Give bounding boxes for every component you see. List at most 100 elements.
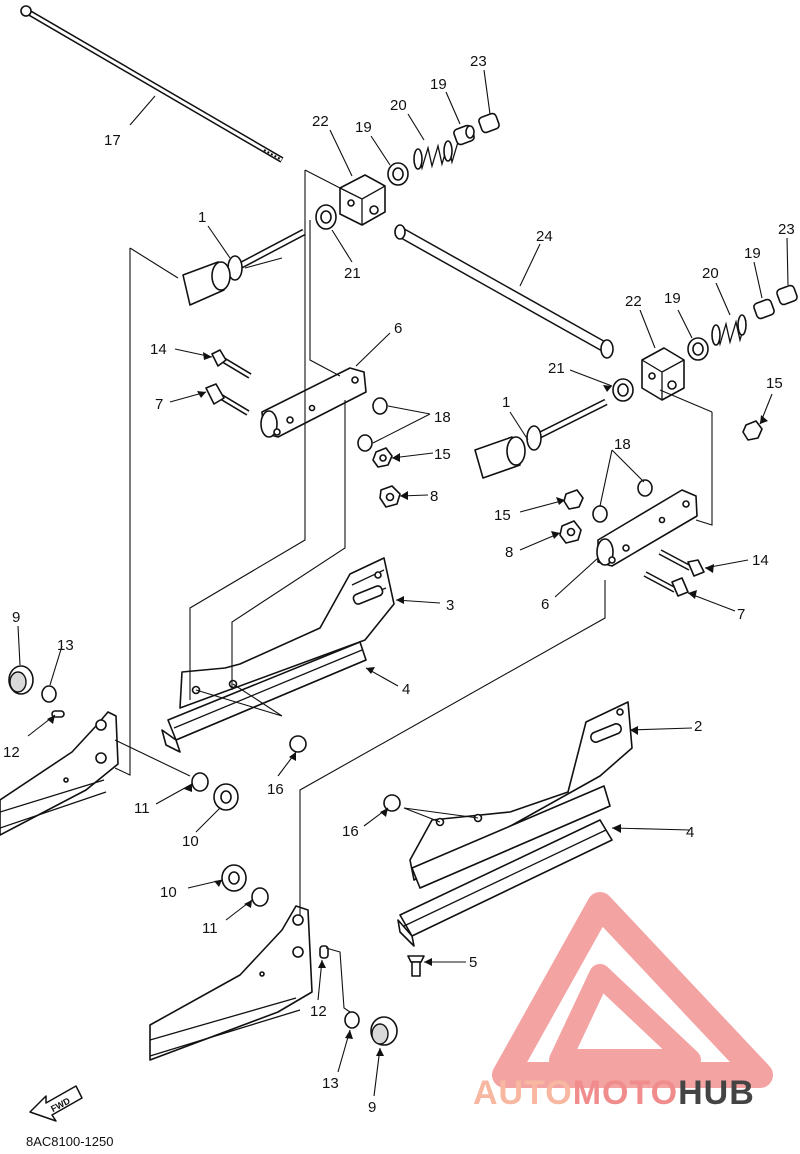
part-spring-20-right <box>711 314 747 347</box>
callout-24: 24 <box>536 228 553 245</box>
callout-3: 3 <box>446 597 454 614</box>
part-collar-19-left-b <box>453 124 475 146</box>
callout-20-left: 20 <box>390 97 407 114</box>
part-bolt-7-left <box>205 383 250 416</box>
part-collar-18-left-a <box>372 397 388 415</box>
callout-10-upper: 10 <box>182 833 199 850</box>
callout-6-left: 6 <box>394 320 402 337</box>
callout-16-left: 16 <box>267 781 284 798</box>
part-block-22-right <box>641 347 685 401</box>
part-pin-13-lower <box>344 1011 360 1029</box>
part-washer-10-upper <box>213 783 239 811</box>
callout-10-lower: 10 <box>160 884 177 901</box>
callout-19-right-a: 19 <box>664 290 681 307</box>
callout-21-right: 21 <box>548 360 565 377</box>
part-bolt-14-right <box>658 549 705 577</box>
part-collar-19-right-a <box>687 337 709 361</box>
part-rod-17 <box>20 5 284 163</box>
watermark-triangle-outer <box>492 892 773 1088</box>
watermark-text-auto: AUTO <box>473 1074 573 1112</box>
callout-1-left: 1 <box>198 209 206 226</box>
part-washer-21-right <box>612 378 634 402</box>
callout-13-lower: 13 <box>322 1075 339 1092</box>
callout-13-upper: 13 <box>57 637 74 654</box>
callout-23-left: 23 <box>470 53 487 70</box>
watermark-logo: AUTOMOTOHUB <box>473 892 773 1112</box>
part-nut-15-right-a <box>563 489 584 510</box>
callout-arrowheads <box>47 352 768 1056</box>
callout-17: 17 <box>104 132 121 149</box>
part-cap-23-right <box>776 284 798 306</box>
part-washer-10-lower <box>221 864 247 892</box>
part-collar-18-right-b <box>592 505 608 523</box>
part-nut-8-right <box>559 520 582 544</box>
callout-7-right: 7 <box>737 606 745 623</box>
part-collar-18-right-a <box>637 479 653 497</box>
callout-14-right: 14 <box>752 552 769 569</box>
callout-19-left-a: 19 <box>355 119 372 136</box>
callout-15-left: 15 <box>434 446 451 463</box>
callout-22-left: 22 <box>312 113 329 130</box>
part-stopper-9-lower <box>370 1016 398 1046</box>
part-collar-16-left <box>289 735 307 753</box>
part-bolt-7-right <box>643 571 689 597</box>
callout-2: 2 <box>694 718 702 735</box>
callout-leaders <box>17 69 789 1097</box>
part-seat-frame-left-lower <box>149 905 313 1061</box>
watermark-triangle-inner <box>549 964 701 1071</box>
part-bolt-14-left <box>211 349 252 379</box>
part-link-plate-6-left <box>260 367 367 438</box>
watermark-text-hub: HUB <box>678 1074 755 1112</box>
part-screw-5 <box>407 955 425 977</box>
part-seat-frame-left-upper <box>0 711 119 836</box>
part-cap-23-left <box>478 112 500 134</box>
callout-4-lower: 4 <box>686 824 694 841</box>
callout-6-right: 6 <box>541 596 549 613</box>
callout-1-right: 1 <box>502 394 510 411</box>
assembly-lines <box>114 169 713 1013</box>
callout-5: 5 <box>469 954 477 971</box>
callout-15-right-b: 15 <box>766 375 783 392</box>
part-nut-15-right-b <box>742 420 763 441</box>
part-block-22-left <box>339 174 386 226</box>
part-slide-rail-2-lower <box>411 785 611 889</box>
part-slide-rail-4-upper <box>161 641 367 753</box>
callout-12-upper: 12 <box>3 744 20 761</box>
diagram-code: 8AC8100-1250 <box>26 1134 113 1149</box>
callout-11-upper: 11 <box>134 800 150 817</box>
callout-4-upper: 4 <box>402 681 410 698</box>
part-collar-11-lower <box>251 887 269 907</box>
part-spring-20-left <box>413 140 459 171</box>
callout-18-left: 18 <box>434 409 451 426</box>
part-pin-12-lower <box>319 945 329 959</box>
callout-numbers: 17 22 19 20 19 23 1 21 24 23 19 20 22 19… <box>3 53 795 1116</box>
callout-7-left: 7 <box>155 396 163 413</box>
part-nut-8-left <box>379 485 401 508</box>
callout-19-right-b: 19 <box>744 245 761 262</box>
callout-8-right: 8 <box>505 544 513 561</box>
part-stopper-9-upper <box>8 665 34 695</box>
callout-9-lower: 9 <box>368 1099 376 1116</box>
part-bolt-1-right <box>474 398 608 479</box>
part-collar-19-left-a <box>387 162 409 186</box>
part-washer-21-left <box>315 204 337 230</box>
svg-text:AUTOMOTOHUB: AUTOMOTOHUB <box>473 1074 755 1112</box>
watermark-text-moto: MOTO <box>573 1074 678 1112</box>
part-shaft-24 <box>394 224 614 359</box>
part-nut-15-left <box>372 447 393 468</box>
callout-9-upper: 9 <box>12 609 20 626</box>
fwd-arrow-icon: FWD <box>29 1085 83 1122</box>
part-link-plate-6-right <box>596 489 698 567</box>
callout-20-right: 20 <box>702 265 719 282</box>
callout-14-left: 14 <box>150 341 167 358</box>
callout-16-right: 16 <box>342 823 359 840</box>
callout-11-lower: 11 <box>202 920 218 937</box>
callout-18-right: 18 <box>614 436 631 453</box>
part-collar-11-upper <box>191 772 209 792</box>
part-collar-16-right <box>383 794 401 812</box>
callout-15-right-a: 15 <box>494 507 511 524</box>
part-pin-13-upper <box>41 685 57 703</box>
callout-19-left-b: 19 <box>430 76 447 93</box>
part-collar-18-left-b <box>357 434 373 452</box>
